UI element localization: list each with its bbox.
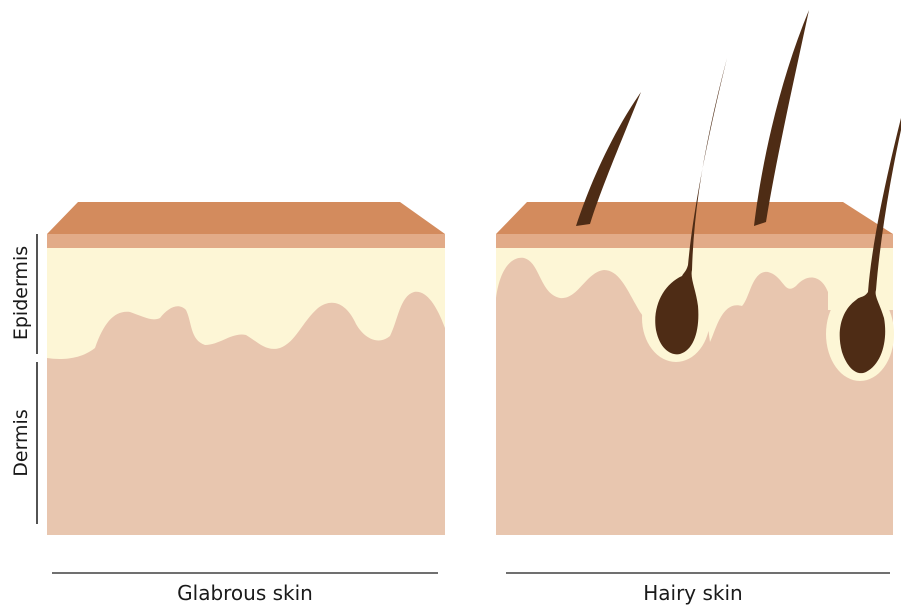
dermis-label: Dermis — [10, 393, 32, 493]
glabrous-skin-surface — [47, 202, 445, 234]
glabrous-outer-band — [47, 234, 445, 250]
hairy-skin-caption: Hairy skin — [593, 581, 793, 605]
hairy-skin-block — [496, 10, 901, 535]
epidermis-label: Epidermis — [10, 243, 32, 343]
glabrous-skin-caption: Glabrous skin — [145, 581, 345, 605]
hair-shaft-3 — [754, 10, 809, 226]
hairy-outer-band — [496, 234, 893, 250]
glabrous-skin-block — [47, 202, 445, 535]
